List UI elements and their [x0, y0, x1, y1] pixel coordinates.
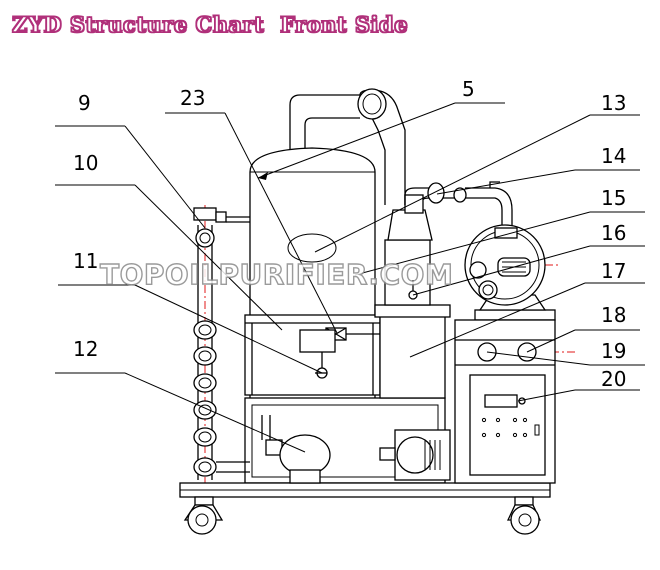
watermark: TOPOILPURIFIER.COM — [99, 257, 454, 291]
callout-18: 18 — [601, 303, 626, 327]
callout-12: 12 — [73, 337, 98, 361]
condenser — [384, 194, 433, 306]
filter-housing — [374, 304, 451, 399]
callout-9: 9 — [78, 91, 91, 115]
callout-23: 23 — [180, 86, 205, 110]
callout-16: 16 — [601, 221, 626, 245]
heater-outlet — [299, 329, 336, 379]
callout-19: 19 — [601, 339, 626, 363]
oil-pump — [261, 415, 331, 484]
vacuum-pump — [464, 224, 556, 321]
callout-15: 15 — [601, 186, 626, 210]
callout-11: 11 — [73, 249, 98, 273]
inlet-pipe-column — [193, 207, 250, 480]
castor-left — [183, 496, 224, 535]
leader-lines — [55, 102, 645, 453]
callout-labels: 5 9 10 11 12 13 14 15 16 17 18 19 20 23 — [73, 77, 626, 391]
callout-10: 10 — [73, 151, 98, 175]
chart-title: ZYD Structure Chart Front Side — [11, 11, 409, 38]
vapor-duct — [289, 88, 406, 205]
control-cabinet — [454, 319, 556, 484]
drain-pump — [379, 429, 451, 481]
castor-right — [506, 496, 542, 535]
callout-13: 13 — [601, 91, 626, 115]
callout-20: 20 — [601, 367, 626, 391]
vacuum-tank — [249, 147, 376, 441]
callout-5: 5 — [462, 77, 475, 101]
callout-14: 14 — [601, 144, 626, 168]
callout-17: 17 — [601, 259, 626, 283]
vacuum-pipe — [404, 181, 513, 230]
